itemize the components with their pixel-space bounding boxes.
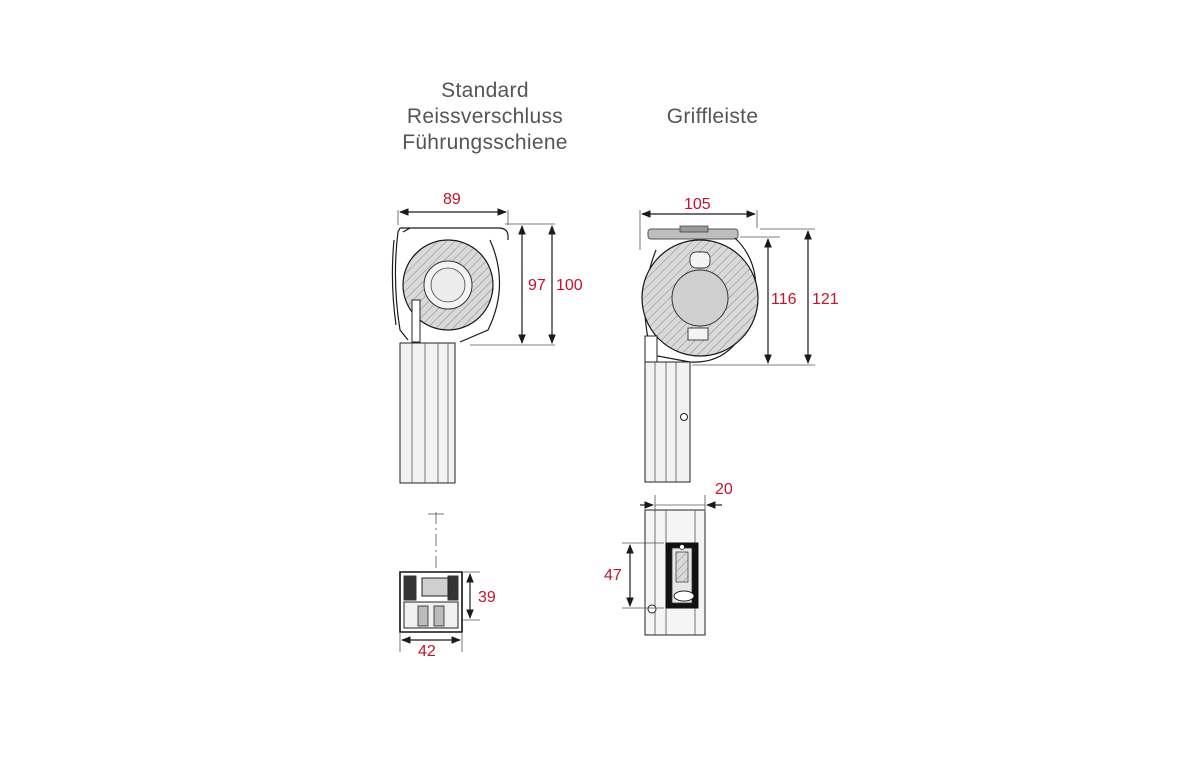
- dim-rail-grip-height: 47: [604, 567, 622, 584]
- dim-rail-std-width: 42: [418, 643, 436, 660]
- dim-std-height-outer: 100: [556, 277, 583, 294]
- title-griffleiste: Griffleiste: [666, 105, 759, 128]
- title-line-3: Führungsschiene: [402, 131, 568, 154]
- dim-std-height-inner: 97: [528, 277, 546, 294]
- dim-grip-height-inner: 116: [771, 291, 797, 308]
- title-standard: Standard Reissverschluss Führungsschiene: [380, 78, 590, 156]
- griffleiste-box-drawing: 105 116 121: [639, 196, 839, 483]
- dim-rail-grip-width: 20: [715, 481, 733, 498]
- standard-box-drawing: 89 97 100: [391, 191, 583, 484]
- dim-grip-width: 105: [684, 196, 711, 213]
- dim-grip-height-outer: 121: [812, 291, 839, 308]
- standard-rail-section: 39 42: [399, 512, 496, 660]
- griffleiste-rail-section: 20 47: [604, 481, 733, 636]
- dim-rail-std-height: 39: [478, 589, 496, 606]
- title-line-1: Standard: [441, 79, 529, 102]
- dim-std-width: 89: [443, 191, 461, 208]
- title-line-2: Reissverschluss: [406, 105, 564, 128]
